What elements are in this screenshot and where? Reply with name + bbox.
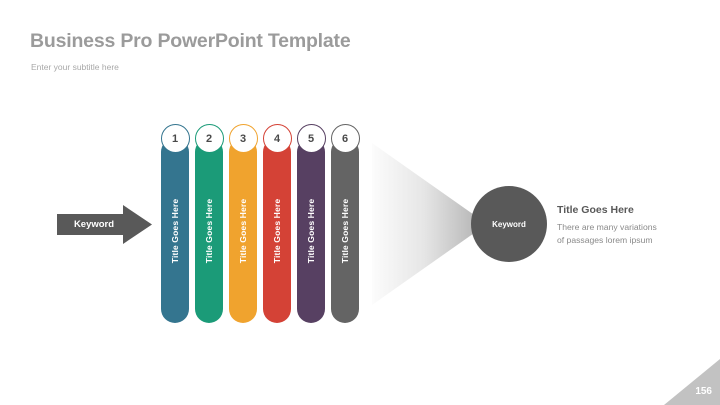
pill-label: Title Goes Here [272,198,283,263]
pill-label: Title Goes Here [238,198,249,263]
pill-item[interactable]: Title Goes Here 6 [330,124,360,324]
pill-body [161,138,189,323]
pill-body [331,138,359,323]
pill-number-badge: 4 [262,124,292,153]
pill-number-badge: 6 [330,124,360,153]
right-heading: Title Goes Here [557,204,634,216]
pill-item[interactable]: Title Goes Here 4 [262,124,292,324]
page-title: Business Pro PowerPoint Template [30,30,351,52]
pill-label: Title Goes Here [204,198,215,263]
pill-item[interactable]: Title Goes Here 3 [228,124,258,324]
gradient-arrow-shape [372,143,487,305]
pill-label-wrap: Title Goes Here [331,138,359,323]
pill-body [297,138,325,323]
keyword-circle-right-label: Keyword [492,219,526,229]
right-text-block: Title Goes Here There are many variation… [557,204,707,247]
keyword-arrow-left-label: Keyword [73,219,115,230]
page-subtitle: Enter your subtitle here [31,62,119,72]
pill-label-wrap: Title Goes Here [297,138,325,323]
pill-label-wrap: Title Goes Here [263,138,291,323]
pill-number-badge: 3 [228,124,258,153]
pill-label: Title Goes Here [170,198,181,263]
keyword-circle-right[interactable]: Keyword [471,186,547,262]
pill-body [229,138,257,323]
pill-item[interactable]: Title Goes Here 1 [160,124,190,324]
pill-label: Title Goes Here [340,198,351,263]
page-number-corner: 156 [664,359,720,405]
keyword-arrow-left[interactable]: Keyword [57,205,152,244]
pill-label-wrap: Title Goes Here [229,138,257,323]
pill-label: Title Goes Here [306,198,317,263]
pill-number-badge: 1 [160,124,190,153]
pill-label-wrap: Title Goes Here [195,138,223,323]
page-number: 156 [695,386,712,397]
pill-item[interactable]: Title Goes Here 2 [194,124,224,324]
right-body-line-2: of passages lorem ipsum [557,235,653,245]
pill-number-badge: 5 [296,124,326,153]
pill-number-badge: 2 [194,124,224,153]
pill-item[interactable]: Title Goes Here 5 [296,124,326,324]
pill-label-wrap: Title Goes Here [161,138,189,323]
right-body-line-1: There are many variations [557,222,657,232]
pill-body [263,138,291,323]
pill-body [195,138,223,323]
